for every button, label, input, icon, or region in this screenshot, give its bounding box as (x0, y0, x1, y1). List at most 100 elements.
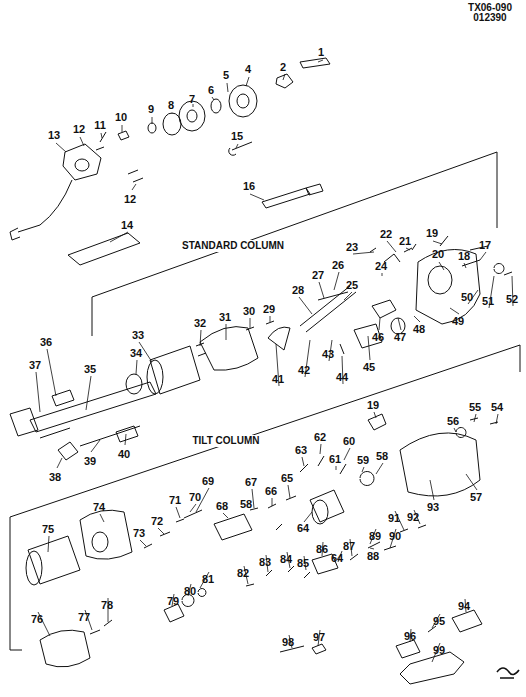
callout-number: 71 (169, 494, 181, 506)
callout-number: 89 (369, 530, 381, 542)
part (92, 532, 108, 552)
callout-number: 46 (372, 331, 384, 343)
callout-number: 92 (407, 511, 419, 523)
callout-number: 33 (132, 329, 144, 341)
wire-harness (10, 180, 72, 240)
callout-number: 20 (432, 248, 444, 260)
callout-number: 82 (237, 567, 249, 579)
shaft (80, 426, 140, 446)
callout-number: 37 (29, 359, 41, 371)
drawing-code: 012390 (473, 12, 506, 24)
callout-number: 34 (130, 347, 142, 359)
callout-number: 10 (115, 111, 127, 123)
callout-number: 64 (331, 552, 343, 564)
callout-number: 4 (245, 63, 251, 75)
screw (128, 170, 143, 182)
part (214, 514, 252, 540)
callout-number: 76 (31, 613, 43, 625)
callout-number: 85 (297, 557, 309, 569)
jacket-end (147, 360, 163, 394)
part (250, 496, 296, 530)
callout-number: 61 (329, 453, 341, 465)
callout-number: 15 (231, 130, 243, 142)
lever (262, 184, 323, 208)
callout-number: 19 (367, 399, 379, 411)
jacket (80, 510, 132, 559)
callout-number: 45 (363, 361, 375, 373)
part (428, 266, 452, 294)
callout-number: 19 (426, 227, 438, 239)
callout-number: 13 (48, 129, 60, 141)
part (40, 428, 78, 460)
callout-number: 7 (189, 93, 195, 105)
callout-number: 9 (148, 103, 154, 115)
callout-number: 60 (343, 435, 355, 447)
callout-number: 12 (73, 123, 85, 135)
part (40, 630, 90, 667)
callout-number: 67 (245, 476, 257, 488)
callout-number: 63 (295, 444, 307, 456)
callout-number: 17 (479, 239, 491, 251)
callout-number: 32 (194, 317, 206, 329)
callout-number: 49 (452, 315, 464, 327)
callout-number: 41 (272, 373, 284, 385)
part (187, 110, 197, 122)
part (246, 566, 310, 586)
callout-number: 11 (94, 119, 106, 131)
callout-number: 55 (469, 401, 481, 413)
callout-number: 51 (482, 295, 494, 307)
part (396, 610, 482, 658)
callout-number: 62 (314, 431, 326, 443)
part (75, 159, 89, 171)
housing (416, 250, 480, 325)
part (312, 525, 426, 574)
part (372, 300, 396, 318)
callout-number: 94 (458, 600, 470, 612)
callout-number: 80 (184, 585, 196, 597)
part (116, 426, 138, 442)
callout-number: 58 (376, 450, 388, 462)
callout-number: 84 (280, 553, 292, 565)
callout-number: 58 (240, 498, 252, 510)
callout-number: 81 (202, 573, 214, 585)
callout-number: 14 (121, 219, 133, 231)
callout-number: 95 (433, 615, 445, 627)
callout-number: 91 (388, 512, 400, 524)
group-label: STANDARD COLUMN (180, 240, 286, 252)
callout-number: 28 (292, 284, 304, 296)
callout-number: 98 (282, 636, 294, 648)
callout-number: 52 (506, 293, 518, 305)
part (126, 374, 142, 394)
callout-number: 35 (84, 363, 96, 375)
group-bracket (10, 345, 520, 650)
callout-number: 39 (84, 455, 96, 467)
callout-number: 43 (322, 348, 334, 360)
jacket-end (26, 551, 42, 585)
callout-number: 69 (202, 475, 214, 487)
screw (196, 343, 206, 356)
part (300, 58, 330, 68)
callout-number: 65 (281, 472, 293, 484)
callout-number: 47 (394, 331, 406, 343)
part (237, 94, 249, 108)
lock-cover (200, 327, 258, 371)
callout-number: 22 (380, 228, 392, 240)
leader-lines (36, 60, 513, 662)
column-jacket (30, 382, 156, 432)
callout-number: 90 (389, 530, 401, 542)
callout-number: 87 (343, 540, 355, 552)
callout-number: 64 (297, 522, 309, 534)
callout-number: 68 (216, 500, 228, 512)
callout-number: 25 (346, 279, 358, 291)
part (179, 101, 205, 131)
part (90, 620, 112, 634)
callout-number: 86 (316, 543, 328, 555)
callout-number: 66 (265, 485, 277, 497)
callout-number: 31 (219, 311, 231, 323)
callout-number: 36 (40, 336, 52, 348)
callout-number: 21 (399, 235, 411, 247)
callout-number: 97 (313, 631, 325, 643)
tilt-housing-cover (400, 433, 480, 496)
